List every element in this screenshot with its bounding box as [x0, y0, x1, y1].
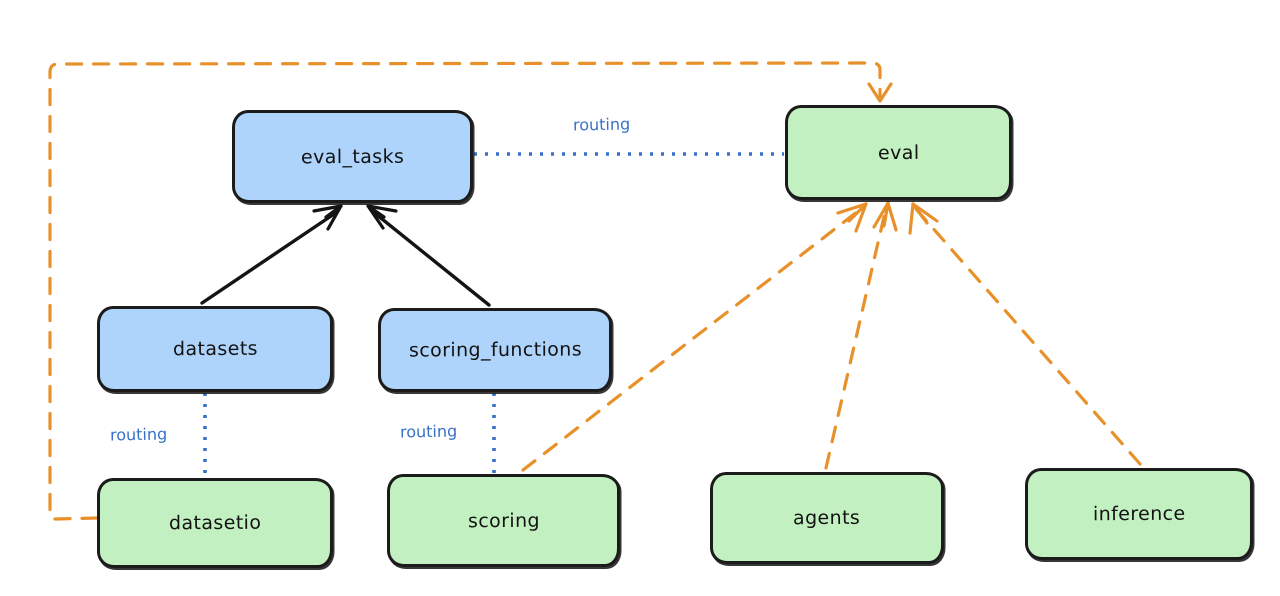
edge-label-routing-scoring-functions-scoring: routing — [399, 421, 458, 442]
node-inference[interactable]: inference — [1025, 468, 1253, 560]
node-datasets[interactable]: datasets — [97, 306, 333, 392]
edge-label-routing-datasets-datasetio: routing — [109, 424, 168, 445]
node-scoring[interactable]: scoring — [387, 474, 620, 567]
node-label: datasetio — [168, 511, 262, 535]
node-label: eval_tasks — [300, 145, 405, 168]
edge-agents-eval — [824, 201, 898, 470]
node-label: scoring_functions — [408, 338, 582, 362]
edge-label-routing-eval-tasks-eval: routing — [572, 114, 631, 135]
node-label: eval — [877, 141, 920, 164]
node-datasetio[interactable]: datasetio — [97, 478, 333, 568]
node-label: agents — [793, 506, 861, 530]
node-eval[interactable]: eval — [785, 105, 1012, 200]
edge-scoring_functions-eval_tasks — [366, 204, 491, 307]
node-label: datasets — [172, 337, 258, 361]
edge-inference-eval — [908, 202, 1142, 466]
node-agents[interactable]: agents — [710, 472, 944, 564]
node-label: scoring — [467, 509, 540, 532]
node-label: inference — [1092, 502, 1186, 526]
node-eval-tasks[interactable]: eval_tasks — [232, 110, 473, 203]
edge-datasets-eval_tasks — [200, 204, 343, 305]
node-scoring-functions[interactable]: scoring_functions — [378, 308, 612, 392]
